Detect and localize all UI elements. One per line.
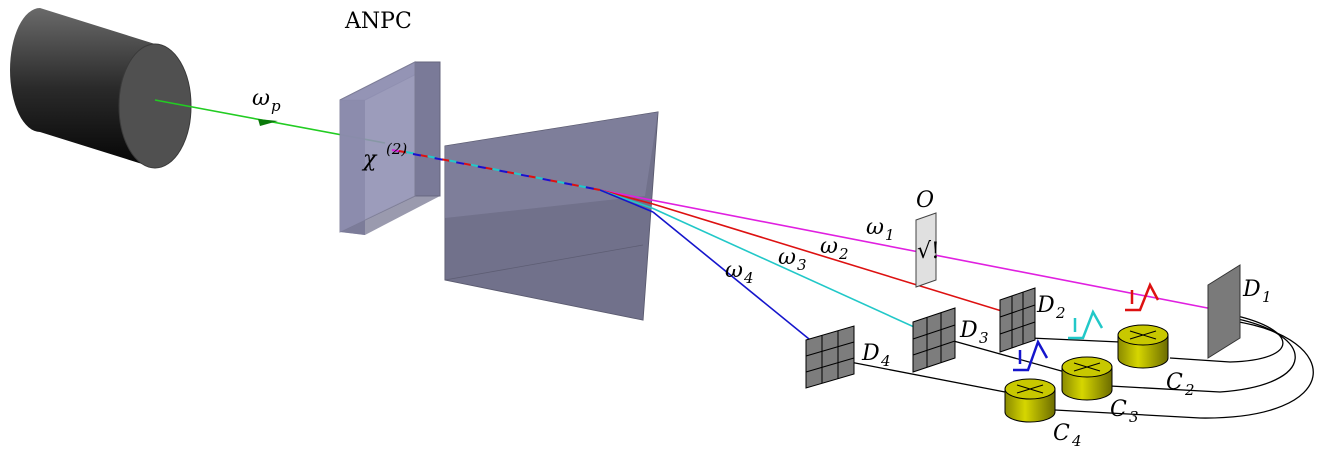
beam-omega2 (599, 189, 1019, 318)
svg-text:D: D (1242, 277, 1261, 302)
anpc-crystal (339, 61, 441, 235)
omega3-label: ω 3 (778, 245, 807, 274)
svg-text:C: C (1110, 397, 1127, 422)
svg-text:1: 1 (1262, 288, 1272, 306)
omega2-label: ω 2 (820, 234, 849, 263)
detector-d1 (1207, 264, 1241, 359)
d4-label: D 4 (861, 341, 891, 370)
counter-c4 (1004, 378, 1056, 423)
detector-d4 (805, 325, 855, 389)
chi2-label: χ (2) (361, 140, 407, 172)
dispersion-prism (444, 111, 659, 321)
svg-text:4: 4 (880, 352, 891, 370)
svg-text:χ: χ (361, 147, 378, 172)
svg-text:2: 2 (1184, 381, 1195, 399)
svg-text:3: 3 (797, 256, 807, 274)
svg-text:ω: ω (778, 245, 796, 270)
svg-text:D: D (861, 341, 880, 366)
coincidence-cables (849, 314, 1314, 419)
d3-label: D 3 (959, 318, 989, 347)
d2-label: D 2 (1036, 293, 1066, 322)
svg-text:3: 3 (1129, 408, 1139, 426)
svg-text:1: 1 (885, 226, 895, 244)
d1-label: D 1 (1242, 277, 1272, 306)
signal-pulse-cyan (1068, 309, 1104, 340)
svg-text:ω: ω (820, 234, 838, 259)
svg-text:ω: ω (725, 258, 743, 283)
svg-text:C: C (1166, 370, 1183, 395)
pump-laser (10, 8, 192, 169)
svg-text:4: 4 (743, 269, 754, 287)
detector-d2 (999, 287, 1036, 353)
combined-beam (391, 149, 601, 191)
c4-label: C 4 (1053, 421, 1082, 450)
anpc-label: ANPC (344, 9, 412, 34)
signal-pulse-red (1125, 282, 1160, 312)
svg-text:ω: ω (866, 215, 884, 240)
signal-pulse-blue (1013, 338, 1049, 372)
svg-text:D: D (1036, 293, 1055, 318)
svg-text:ω: ω (252, 86, 270, 111)
svg-text:√!: √! (917, 239, 940, 264)
svg-text:2: 2 (838, 245, 849, 263)
counter-c3 (1061, 356, 1113, 401)
omega-p-label: ω p (252, 86, 281, 115)
svg-text:C: C (1053, 421, 1070, 446)
svg-text:4: 4 (1071, 432, 1082, 450)
svg-text:2: 2 (1055, 304, 1066, 322)
svg-text:D: D (959, 318, 978, 343)
omega1-label: ω 1 (866, 215, 895, 244)
svg-text:3: 3 (979, 329, 989, 347)
operator-plate: √! (915, 212, 940, 288)
svg-text:p: p (271, 97, 281, 115)
operator-label: O (916, 188, 934, 213)
c2-label: C 2 (1166, 370, 1195, 399)
detector-d3 (912, 307, 956, 373)
omega4-label: ω 4 (725, 258, 754, 287)
c3-label: C 3 (1110, 397, 1139, 426)
beam-omega1 (599, 189, 1229, 313)
counter-c2 (1117, 324, 1169, 369)
svg-text:(2): (2) (386, 140, 407, 158)
